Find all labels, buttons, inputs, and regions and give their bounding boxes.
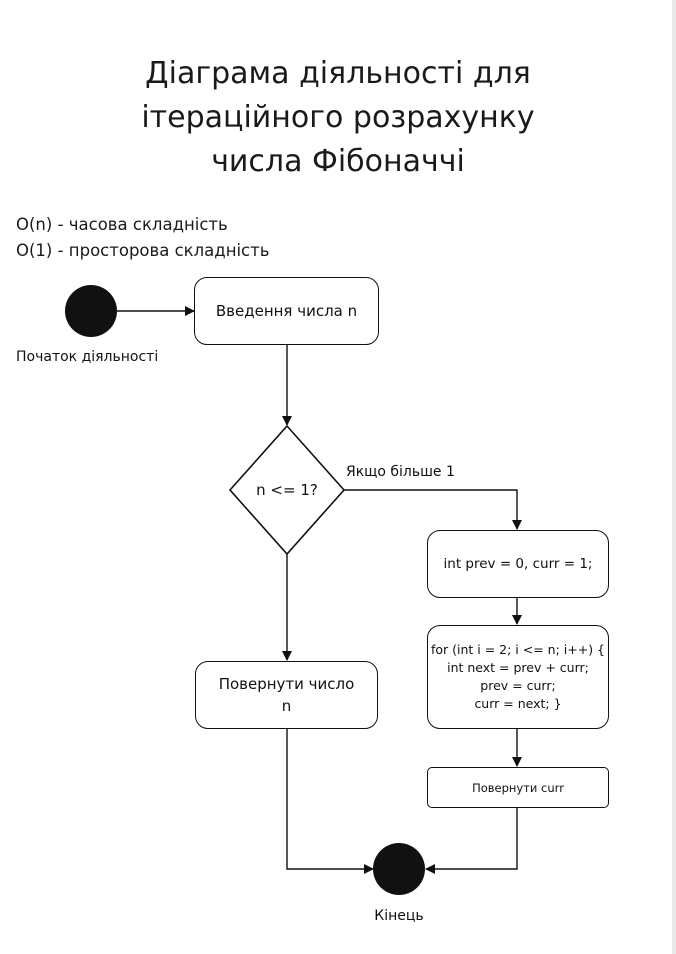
complexity-notes: O(n) - часова складність O(1) - просторо… <box>16 212 269 264</box>
title-line-3: числа Фібоначчі <box>211 144 465 179</box>
diagram-title: Діаграма діяльності для ітераційного роз… <box>0 52 676 184</box>
title-line-2: ітераційного розрахунку <box>141 100 535 135</box>
branch-label: Якщо більше 1 <box>346 464 455 480</box>
edge-decision-init <box>344 489 522 530</box>
input-action-label: Введення числа n <box>215 302 358 320</box>
loop-line-1: for (int i = 2; i <= n; i++) { <box>430 642 606 657</box>
input-action: Введення числа n <box>194 277 379 345</box>
init-action: int prev = 0, curr = 1; <box>427 530 609 598</box>
edge-return-curr-end <box>425 808 518 874</box>
start-node <box>65 285 117 337</box>
time-complexity: O(n) - часова складність <box>16 215 228 234</box>
loop-action: for (int i = 2; i <= n; i++) { int next … <box>427 625 609 729</box>
loop-line-3: prev = curr; <box>480 678 556 693</box>
loop-line-2: int next = prev + curr; <box>447 660 589 675</box>
end-node <box>373 843 425 895</box>
start-label: Початок діяльності <box>16 349 159 365</box>
title-line-1: Діаграма діяльності для <box>145 56 531 91</box>
init-action-label: int prev = 0, curr = 1; <box>443 556 593 572</box>
space-complexity: O(1) - просторова складність <box>16 241 270 260</box>
return-curr-label: Повернути curr <box>472 780 564 795</box>
return-n-line-1: Повернути число <box>218 675 355 693</box>
edge-return-n-end <box>286 729 374 874</box>
return-curr-action: Повернути curr <box>427 767 609 808</box>
return-n-line-2: n <box>281 697 292 715</box>
end-label: Кінець <box>374 908 424 924</box>
loop-line-4: curr = next; } <box>474 696 562 711</box>
decision-label: n <= 1? <box>256 481 318 499</box>
page-edge <box>672 0 676 954</box>
return-n-action: Повернути число n <box>195 661 378 729</box>
